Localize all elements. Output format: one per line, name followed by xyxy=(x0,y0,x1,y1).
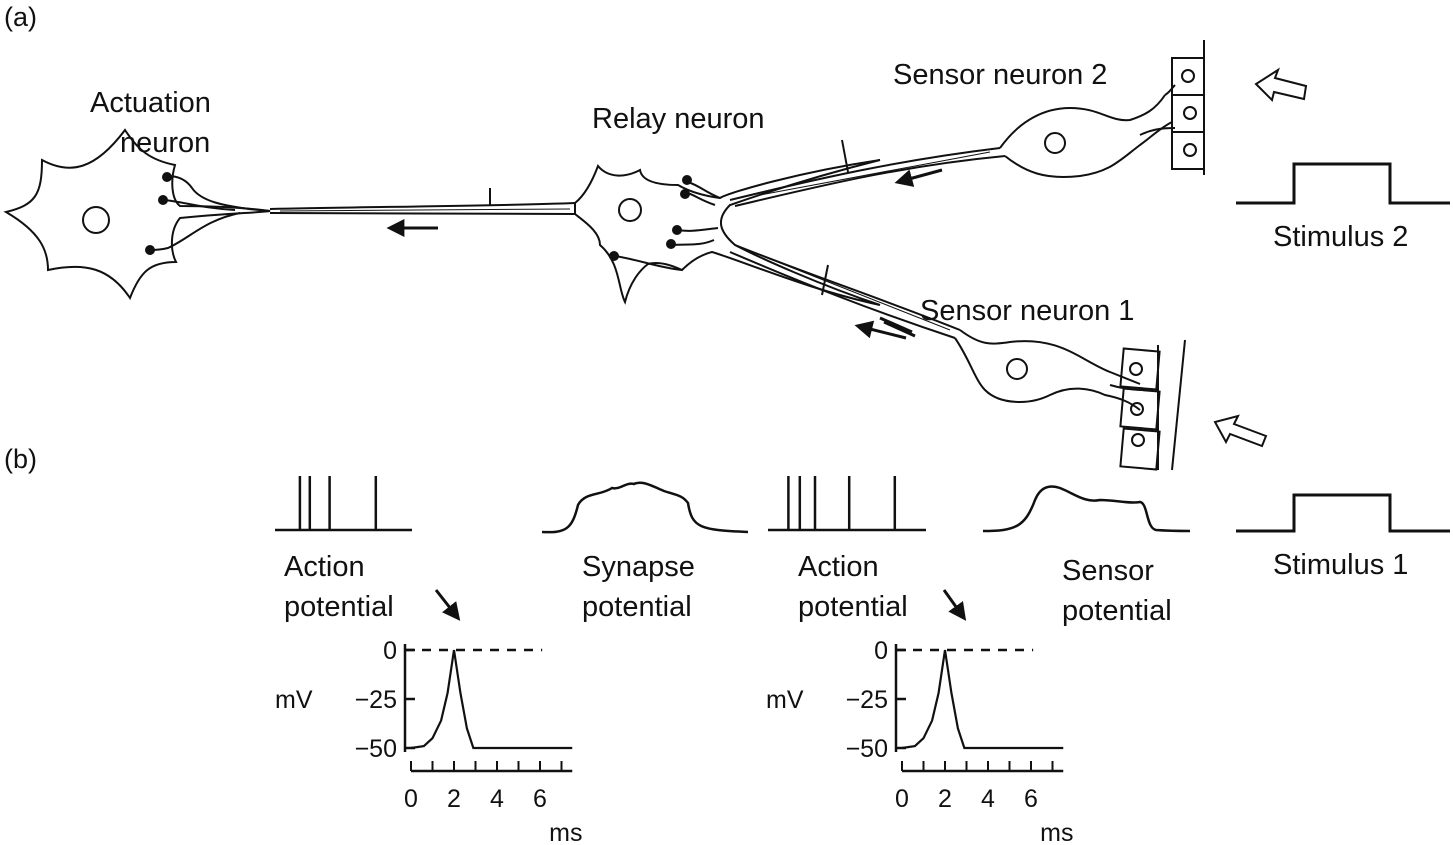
synapse-potential-label-line2: potential xyxy=(582,591,692,623)
plot-right-x-tick-label-4: 6 xyxy=(1024,785,1038,813)
plot-left-trace xyxy=(410,649,573,750)
plot-right-y-axis-label: mV xyxy=(766,686,804,714)
plot-left-y-tick-label-3: −50 xyxy=(355,735,397,763)
sensor-neuron-2 xyxy=(999,84,1176,178)
plot-left-x-tick-label-4: 6 xyxy=(533,785,547,813)
action-potential-train-left xyxy=(275,476,412,532)
stimulus-arrow-2 xyxy=(1254,67,1308,102)
sensor-neuron-2-label: Sensor neuron 2 xyxy=(893,59,1107,91)
relay-nucleus xyxy=(618,198,642,222)
plot-right-y-tick-label-2: −25 xyxy=(846,686,888,714)
plot-right-x-unit: ms xyxy=(1040,819,1073,845)
action-potential-left-label-line1: Action xyxy=(284,551,365,583)
actuation-neuron-label-line2: neuron xyxy=(120,127,210,159)
actuation-neuron-label-line1: Actuation xyxy=(90,87,211,119)
plot-left-x-unit: ms xyxy=(549,819,582,845)
plot-left-y-tick-label-2: −25 xyxy=(355,686,397,714)
stimulus-arrow-1 xyxy=(1213,414,1268,448)
sensor1-nucleus xyxy=(1006,358,1028,380)
plot-right-x-tick-label-3: 4 xyxy=(981,785,995,813)
plot-left-y-tick-label-1: 0 xyxy=(383,637,397,665)
relay-neuron-label: Relay neuron xyxy=(592,103,765,135)
plot-right-y-tick-label-1: 0 xyxy=(874,637,888,665)
action-potential-plot-right: 0 −25 −50 mV 0 2 4 6ms xyxy=(766,637,1073,845)
receptor-stack-2 xyxy=(1171,40,1205,175)
sensor-neuron-1-label: Sensor neuron 1 xyxy=(920,295,1134,327)
synapse-potential-label-line1: Synapse xyxy=(582,551,695,583)
pointer-arrow-right xyxy=(942,589,967,621)
plot-left-x-tick-label-2: 2 xyxy=(447,785,461,813)
signal-arrow-sensor1-to-relay xyxy=(854,320,907,340)
pointer-arrow-left xyxy=(434,589,461,621)
sensor-neuron-1 xyxy=(954,329,1146,411)
stimulus-1-label: Stimulus 1 xyxy=(1273,549,1408,581)
stimulus-2-label: Stimulus 2 xyxy=(1273,221,1408,253)
action-potential-plot-left: 0 −25 −50 mV 0 2 4 6ms xyxy=(275,637,582,845)
actuation-nucleus xyxy=(82,206,110,234)
actuation-neuron xyxy=(3,128,271,301)
receptor-stack-1 xyxy=(1119,339,1186,471)
stimulus-1-waveform xyxy=(1236,493,1450,533)
plot-left-y-axis-label: mV xyxy=(275,686,313,714)
synapse-potential-waveform xyxy=(541,481,749,534)
panel-a-label: (a) xyxy=(4,2,37,32)
plot-right-x-tick-label-2: 2 xyxy=(938,785,952,813)
action-potential-right-label-line2: potential xyxy=(798,591,908,623)
plot-right-trace xyxy=(901,649,1064,750)
sensor-potential-label-line2: potential xyxy=(1062,595,1172,627)
sensor2-nucleus xyxy=(1044,132,1066,154)
signal-arrow-sensor2-to-relay xyxy=(894,168,943,187)
plot-left-x-tick-label-3: 4 xyxy=(490,785,504,813)
plot-right-x-tick-label-1: 0 xyxy=(895,785,909,813)
stimulus-2-waveform xyxy=(1236,162,1450,205)
neuron-network xyxy=(3,40,1308,471)
panel-b-label: (b) xyxy=(4,444,37,474)
action-potential-left-label-line2: potential xyxy=(284,591,394,623)
sensor-potential-label-line1: Sensor xyxy=(1062,555,1154,587)
sensor-potential-waveform xyxy=(982,485,1191,533)
plot-left-x-tick-label-1: 0 xyxy=(404,785,418,813)
action-potential-train-right xyxy=(768,476,926,532)
action-potential-right-label-line1: Action xyxy=(798,551,879,583)
plot-right-y-tick-label-3: −50 xyxy=(846,735,888,763)
